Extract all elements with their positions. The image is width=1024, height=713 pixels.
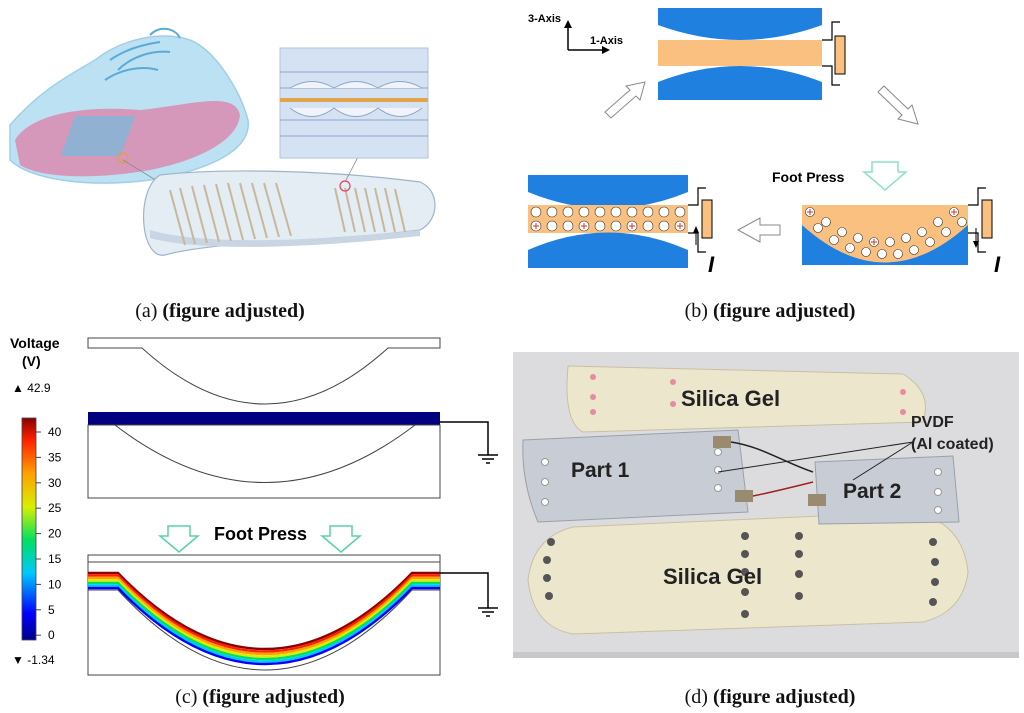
voltage-simulation: Voltage (V) ▲ 42.9 ▼ -1.34 40 35 30 25 20 15 1… [10,335,498,676]
caption-a-note: (figure adjusted) [162,300,305,322]
colorbar-min: ▼ -1.34 [12,653,55,667]
colorbar-tick-label: 35 [48,450,62,464]
state-release: I [528,175,715,277]
colorbar-tick-label: 20 [48,527,62,541]
label-pvdf-2: (Al coated) [911,436,994,453]
foot-press-arrow-c2 [319,525,363,553]
caption-d-note: (figure adjusted) [712,686,856,708]
colorbar-tick-label: 25 [48,501,62,515]
foot-press-label-b: Foot Press [772,169,845,185]
bent-piezo-gradient [88,571,440,666]
caption-d-letter: (d) [684,686,708,708]
axis-1-label: 1-Axis [590,35,623,47]
panel-c-simulation: Voltage (V) ▲ 42.9 ▼ -1.34 40 35 30 25 20 15 1… [0,330,510,680]
caption-a-letter: (a) [135,300,158,322]
shoe-insole-illustration [9,27,436,256]
colorbar-tick-label: 40 [48,425,62,439]
colorbar-ticks: 40 35 30 25 20 15 10 5 0 [36,425,62,642]
panel-d-photo: Silica Gel Part 1 Part 2 PVDF (Al coated… [513,352,1019,658]
caption-d: (d) (figure adjusted) [600,686,940,709]
caption-c-letter: (c) [175,686,198,708]
colorbar-tick-label: 15 [48,552,62,566]
colorbar-tick-label: 0 [48,628,55,642]
colorbar-tick-label: 5 [48,603,55,617]
label-pvdf-1: PVDF [911,414,954,431]
colorbar-title-1: Voltage [10,335,60,351]
caption-a: (a) (figure adjusted) [60,300,380,323]
caption-b-letter: (b) [684,300,708,322]
label-silica-bottom: Silica Gel [663,564,763,589]
cycle-arrow-up [604,81,646,119]
piezo-operation-diagram: 3-Axis 1-Axis Foot Press [528,8,1001,277]
colorbar-tick-label: 10 [48,577,62,591]
cycle-arrow-down [877,85,919,125]
label-part-1: Part 1 [571,459,630,482]
caption-b: (b) (figure adjusted) [600,300,940,323]
current-label-left: I [708,252,715,277]
piezo-plate-flat [88,412,440,425]
caption-c: (c) (figure adjusted) [100,686,420,709]
current-label-right: I [994,252,1001,277]
caption-b-note: (figure adjusted) [712,300,856,322]
foot-press-arrow-b [861,161,909,191]
axis-3-label: 3-Axis [528,13,561,25]
cycle-arrow-left [736,217,781,243]
colorbar-tick-label: 30 [48,476,62,490]
panel-b-diagram: 3-Axis 1-Axis Foot Press [510,0,1024,280]
foot-press-arrow-c1 [157,525,201,553]
colorbar [21,417,37,641]
colorbar-title-2: (V) [22,353,41,369]
caption-c-note: (figure adjusted) [202,686,345,708]
colorbar-max: ▲ 42.9 [12,381,51,395]
label-silica-top: Silica Gel [681,386,781,411]
state-rest [658,8,846,100]
foot-press-label-c: Foot Press [214,524,307,544]
panel-a-illustration [0,20,440,280]
prototype-photo [513,365,1019,658]
label-part-2: Part 2 [843,480,902,503]
state-pressed: I [802,187,1001,277]
